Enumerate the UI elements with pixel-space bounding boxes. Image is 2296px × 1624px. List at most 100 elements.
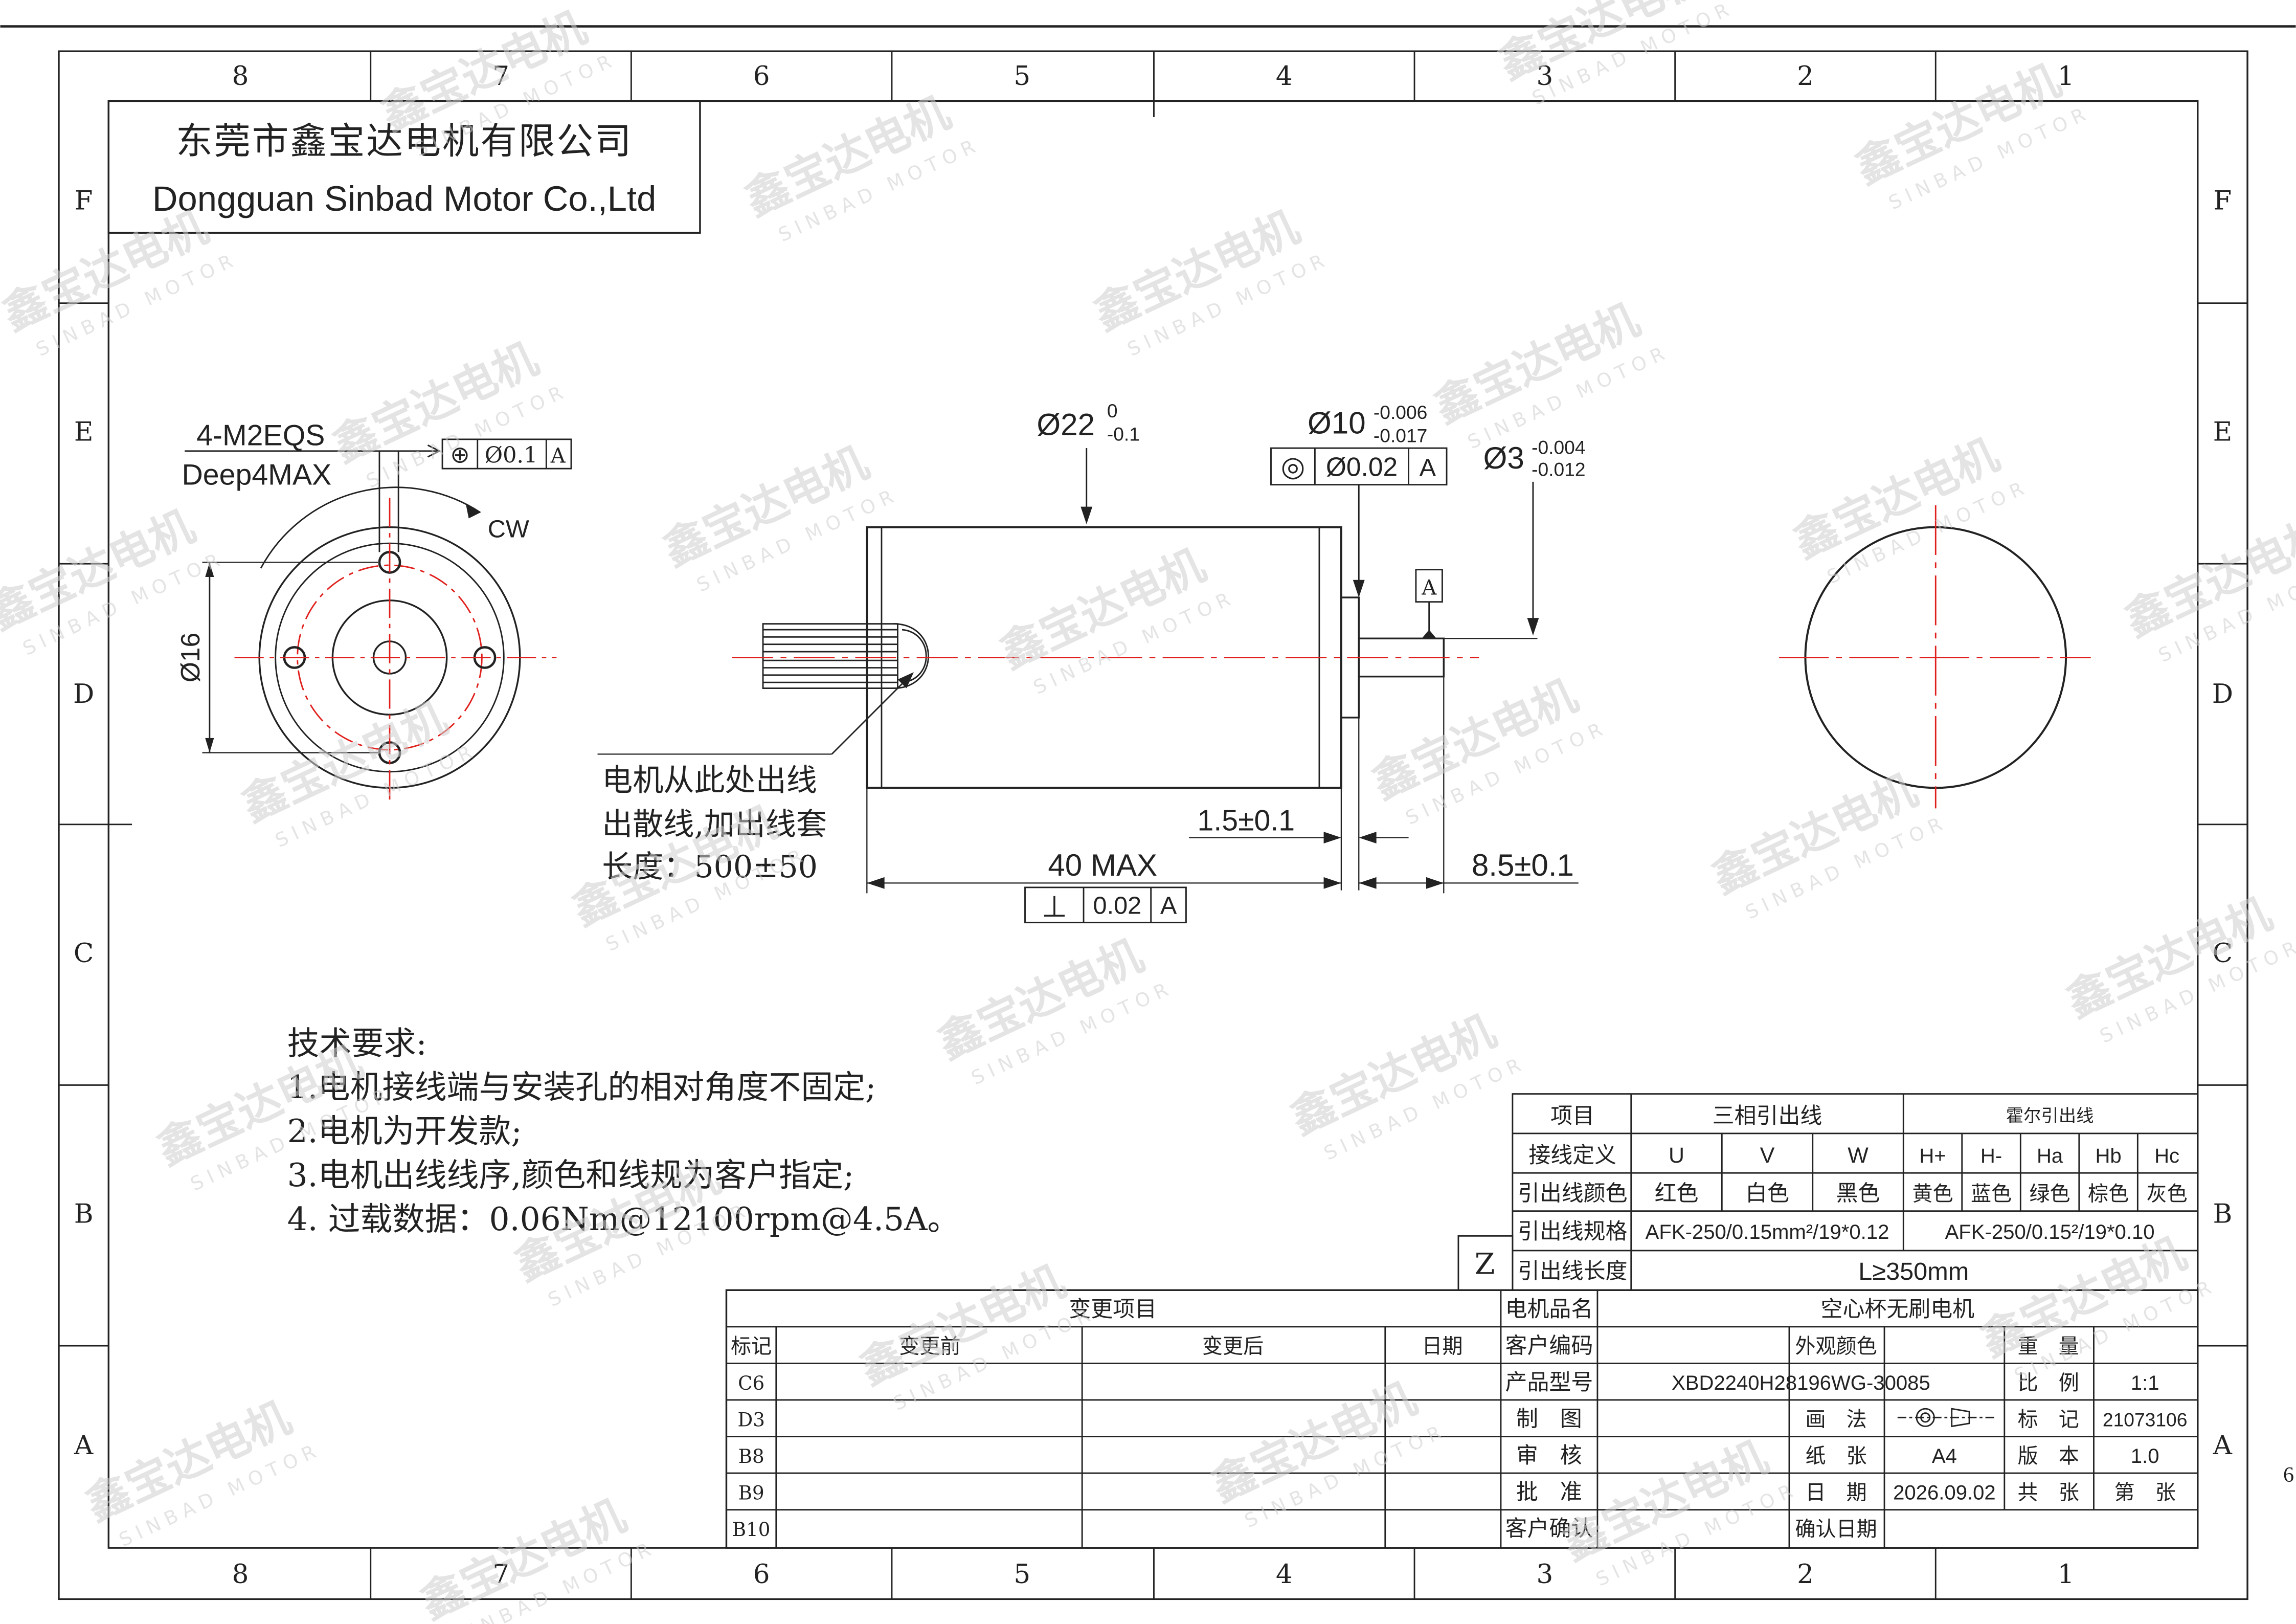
perpendicularity-value: 0.02: [1093, 892, 1142, 919]
version-value: 1.0: [2131, 1445, 2159, 1467]
column-ticks: [370, 51, 1937, 1599]
shaft-length-label: 8.5±0.1: [1472, 848, 1574, 882]
row-label-left: A: [74, 1430, 94, 1461]
mark-value: 21073106: [2103, 1409, 2188, 1431]
wiring-item-label: 项目: [1550, 1103, 1594, 1129]
check-label: 审 核: [1516, 1443, 1582, 1469]
row-label-left: D: [73, 679, 94, 709]
title-block: 变更项目 标记 变更前 变更后 日期 C6 D3 B8 B9 B10 电机品名 …: [725, 1289, 2199, 1549]
row-label-right: D: [2212, 679, 2233, 709]
color-cell: 蓝色: [1971, 1183, 2012, 1206]
drawn-label: 制 图: [1516, 1407, 1582, 1432]
body-dia-lower: -0.1: [1107, 424, 1140, 445]
col-label-top: 2: [1797, 61, 1814, 92]
sheet-number-label: 第 张: [2114, 1481, 2176, 1505]
spec-hall: AFK-250/0.15²/19*0.10: [1945, 1221, 2155, 1243]
model-value: XBD2240H28196WG-30085: [1672, 1372, 1930, 1394]
appearance-color-label: 外观颜色: [1795, 1334, 1877, 1358]
projection-symbol: [1897, 1408, 1994, 1428]
row-label-right: B: [2213, 1199, 2232, 1230]
lead-note-line3: 长度：500±50: [602, 849, 818, 885]
row-label-right: F: [2214, 185, 2232, 216]
concentricity-value: Ø0.02: [1326, 452, 1398, 481]
def-cell: Hb: [2095, 1145, 2121, 1167]
color-cell: 黑色: [1836, 1181, 1880, 1207]
perpendicularity-symbol: ⊥: [1042, 891, 1067, 923]
length-value: L≥350mm: [1858, 1258, 1969, 1285]
rev-row: D3: [737, 1409, 765, 1431]
boss-dia-label: Ø10: [1308, 406, 1366, 440]
z-mark: Z: [1475, 1247, 1495, 1281]
col-label-bottom: 3: [1536, 1559, 1553, 1590]
company-name-cn: 东莞市鑫宝达电机有限公司: [176, 120, 633, 163]
concentricity-symbol: ◎: [1281, 451, 1305, 482]
side-view: Ø22 0 -0.1 Ø10 -0.006 -0.017 ◎ Ø0.02 A Ø…: [597, 400, 1586, 923]
shaft-dia-label: Ø3: [1483, 441, 1524, 475]
color-cell: 红色: [1655, 1181, 1699, 1207]
col-label-bottom: 6: [753, 1559, 770, 1590]
datum-a-box: A: [1421, 576, 1437, 599]
company-name-en: Dongguan Sinbad Motor Co.,Ltd: [152, 179, 656, 218]
requirements-title: 技术要求:: [287, 1025, 427, 1062]
def-cell: H-: [1980, 1145, 2002, 1167]
col-label-bottom: 2: [1797, 1559, 1814, 1590]
lead-note-line1: 电机从此处出线: [602, 763, 817, 798]
lead-sleeve: [762, 623, 929, 689]
body-length-label: 40 MAX: [1048, 848, 1157, 882]
color-cell: 棕色: [2088, 1183, 2129, 1206]
lead-note-line2: 出散线,加出线套: [602, 807, 827, 842]
row-label-right: E: [2213, 417, 2233, 448]
company-box: 东莞市鑫宝达电机有限公司 Dongguan Sinbad Motor Co.,L…: [107, 100, 701, 234]
mark-label: 标 记: [2018, 1408, 2079, 1432]
perpendicularity-datum: A: [1160, 892, 1177, 919]
col-label-bottom: 1: [2058, 1559, 2075, 1590]
col-label-top: 7: [492, 61, 509, 92]
def-cell: U: [1669, 1143, 1684, 1168]
depth-label: Deep4MAX: [182, 459, 331, 492]
after-header: 变更后: [1202, 1334, 1264, 1358]
boss-dia-upper: -0.006: [1374, 402, 1428, 423]
row-label-right: C: [2213, 938, 2233, 969]
three-phase-label: 三相引出线: [1713, 1103, 1822, 1129]
boss-dia-lower: -0.017: [1374, 425, 1428, 447]
change-items-header: 变更项目: [1069, 1297, 1157, 1322]
color-cell: 白色: [1745, 1181, 1789, 1207]
product-name-label: 电机品名: [1505, 1297, 1593, 1322]
scale-label: 比 例: [2018, 1371, 2079, 1395]
weight-label: 重 量: [2018, 1334, 2079, 1358]
thread-label: 4-M2EQS: [196, 419, 325, 452]
col-label-top: 5: [1014, 61, 1030, 92]
customer-code-label: 客户编码: [1505, 1333, 1593, 1359]
def-cell: Ha: [2037, 1145, 2063, 1167]
method-label: 画 法: [1805, 1408, 1866, 1432]
boss-length-label: 1.5±0.1: [1198, 804, 1295, 837]
wiring-table: Z 项目 三相引出线 霍尔引出线 接线定义 U V W H+ H- Ha Hb …: [1457, 1093, 2199, 1291]
position-tol-symbol: ⊕: [450, 442, 469, 468]
def-cell: Hc: [2154, 1145, 2179, 1167]
rev-row: C6: [738, 1372, 764, 1394]
col-label-top: 4: [1276, 61, 1293, 92]
col-label-bottom: 8: [232, 1559, 249, 1590]
row-label-left: B: [74, 1199, 94, 1230]
rev-row: B8: [738, 1445, 764, 1467]
body-dia-label: Ø22: [1037, 407, 1095, 441]
rotation-label: CW: [488, 516, 529, 543]
position-tol-datum: A: [550, 444, 566, 468]
scale-value: 1:1: [2131, 1372, 2159, 1394]
color-cell: 黄色: [1912, 1183, 1953, 1206]
length-label: 引出线长度: [1518, 1258, 1628, 1284]
color-cell: 灰色: [2147, 1183, 2188, 1206]
before-header: 变更前: [899, 1334, 960, 1358]
concentricity-datum: A: [1420, 454, 1436, 481]
date-header: 日期: [1422, 1334, 1462, 1358]
body-dia-upper: 0: [1107, 400, 1118, 421]
hall-label: 霍尔引出线: [2006, 1106, 2094, 1126]
approve-label: 批 准: [1516, 1480, 1582, 1505]
row-ticks: [58, 302, 2248, 1347]
requirement-item: 2.电机为开发款;: [287, 1113, 522, 1150]
spec-three-phase: AFK-250/0.15mm²/19*0.12: [1646, 1221, 1889, 1243]
col-label-bottom: 5: [1014, 1559, 1030, 1590]
row-label-left: E: [74, 417, 94, 448]
shaft-dia-upper: -0.004: [1532, 437, 1586, 458]
